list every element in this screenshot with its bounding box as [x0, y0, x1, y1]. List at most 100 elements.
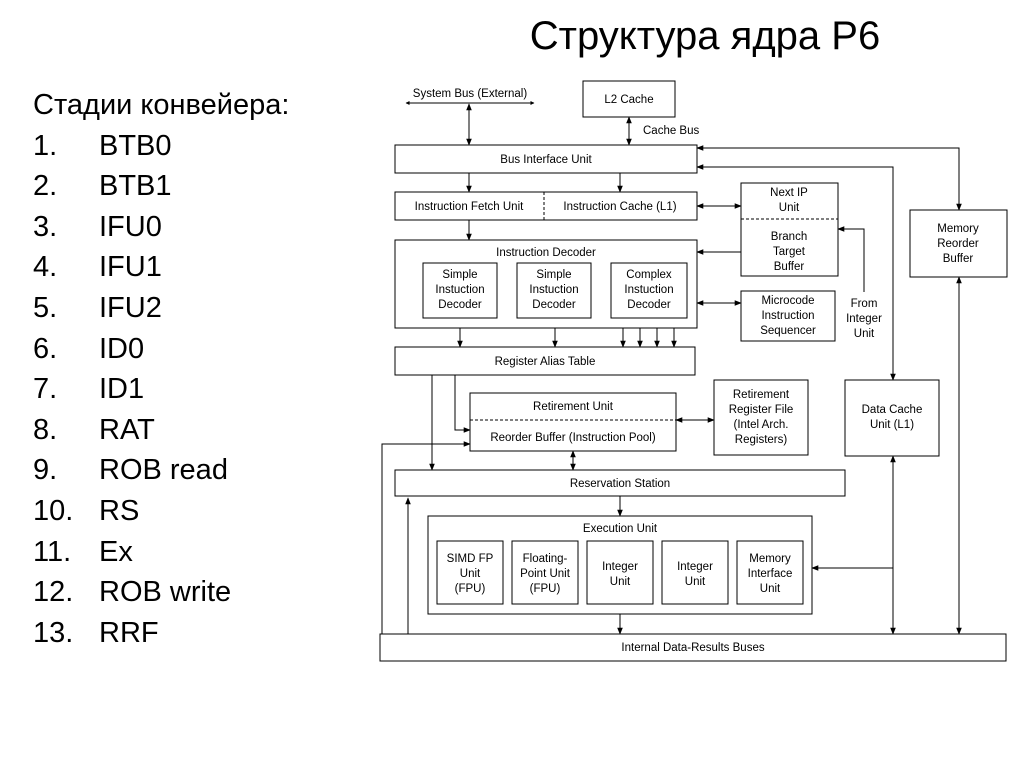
- pipeline-stage-label: ID1: [99, 373, 145, 406]
- pipeline-stage-label: BTB1: [99, 170, 172, 203]
- pipeline-stage: 1. BTB0: [33, 126, 289, 167]
- svg-text:Unit: Unit: [760, 583, 781, 595]
- svg-text:Microcode: Microcode: [761, 295, 814, 307]
- svg-text:Registers): Registers): [735, 434, 788, 446]
- register-alias-table-box: Register Alias Table: [394, 346, 696, 376]
- svg-text:Unit: Unit: [854, 328, 875, 340]
- simple-decoder-1-box: Simple Instuction Decoder: [422, 262, 498, 319]
- svg-text:Internal Data-Results Buses: Internal Data-Results Buses: [621, 642, 764, 654]
- svg-text:Floating-: Floating-: [523, 553, 568, 565]
- reservation-station-box: Reservation Station: [394, 469, 846, 497]
- biu-dcache-link: [696, 164, 896, 381]
- integer-unit-1-box: Integer Unit: [586, 540, 654, 605]
- pipeline-stage: 8. RAT: [33, 410, 289, 451]
- fetch-cache-box: Instruction Fetch Unit Instruction Cache…: [394, 191, 698, 221]
- next-ip-line-1: Next IP: [770, 187, 808, 199]
- retirement-unit-label: Retirement Unit: [533, 401, 614, 413]
- pipeline-stage-number: 1.: [33, 129, 58, 162]
- svg-text:Integer: Integer: [846, 313, 882, 325]
- next-ip-btb-box: Next IP Unit Branch Target Buffer: [740, 182, 839, 277]
- pipeline-stage-number: 8.: [33, 413, 58, 446]
- bus-interface-unit-box: Bus Interface Unit: [394, 144, 698, 174]
- retirement-register-file-box: Retirement Register File (Intel Arch. Re…: [713, 379, 809, 456]
- svg-text:Instuction: Instuction: [529, 284, 578, 296]
- pipeline-stage-label: IFU2: [99, 291, 162, 324]
- svg-text:Reorder: Reorder: [937, 238, 979, 250]
- simple-decoder-2-box: Simple Instuction Decoder: [516, 262, 592, 319]
- svg-text:Integer: Integer: [602, 561, 638, 573]
- svg-text:Memory: Memory: [937, 223, 979, 235]
- next-ip-line-2: Unit: [779, 202, 800, 214]
- pipeline-stage: 9.ROB read: [33, 450, 289, 491]
- svg-text:Buffer: Buffer: [943, 253, 974, 265]
- svg-text:Instruction: Instruction: [761, 310, 814, 322]
- pipeline-stage-label: ROB read: [99, 454, 228, 487]
- svg-text:Instuction: Instuction: [624, 284, 673, 296]
- svg-text:Simple: Simple: [536, 269, 571, 281]
- microcode-sequencer-box: Microcode Instruction Sequencer: [740, 290, 836, 342]
- svg-text:Register Alias Table: Register Alias Table: [495, 356, 596, 368]
- svg-text:(FPU): (FPU): [530, 583, 561, 595]
- svg-text:Bus Interface Unit: Bus Interface Unit: [500, 154, 592, 166]
- pipeline-stage-number: 12.: [33, 576, 74, 609]
- svg-text:SIMD FP: SIMD FP: [447, 553, 494, 565]
- pipeline-stage-number: 6.: [33, 332, 58, 365]
- svg-text:Register File: Register File: [729, 404, 794, 416]
- pipeline-stage-label: RS: [99, 494, 140, 527]
- svg-text:Unit: Unit: [685, 576, 706, 588]
- pipeline-stage: 11.Ex: [33, 532, 289, 573]
- reorder-buffer-label: Reorder Buffer (Instruction Pool): [490, 432, 656, 444]
- pipeline-stage-label: RRF: [99, 616, 159, 649]
- complex-decoder-box: Complex Instuction Decoder: [610, 262, 688, 319]
- svg-text:Execution Unit: Execution Unit: [583, 523, 658, 535]
- internal-data-results-buses-box: Internal Data-Results Buses: [379, 633, 1007, 662]
- svg-text:Retirement: Retirement: [733, 389, 790, 401]
- from-integer-arrow: [837, 226, 865, 292]
- svg-text:Memory: Memory: [749, 553, 791, 565]
- pipeline-stage-label: IFU0: [99, 210, 162, 243]
- pipeline-stage-number: 4.: [33, 251, 58, 284]
- pipeline-stage: 7.ID1: [33, 369, 289, 410]
- pipeline-stage: 4.IFU1: [33, 247, 289, 288]
- instruction-cache-label: Instruction Cache (L1): [563, 201, 676, 213]
- pipeline-stages-heading: Стадии конвейера:: [33, 89, 290, 121]
- pipeline-stage-label: RAT: [99, 413, 155, 446]
- l2-cache-box: L2 Cache: [582, 80, 676, 118]
- integer-unit-2-box: Integer Unit: [661, 540, 729, 605]
- svg-text:Unit: Unit: [610, 576, 631, 588]
- svg-text:Integer: Integer: [677, 561, 713, 573]
- simd-fp-unit-box: SIMD FP Unit (FPU): [436, 540, 504, 605]
- svg-text:Unit (L1): Unit (L1): [870, 419, 914, 431]
- pipeline-stage: 6. ID0: [33, 329, 289, 370]
- pipeline-stage: 10.RS: [33, 491, 289, 532]
- btb-line-1: Branch: [771, 231, 807, 243]
- svg-text:Point Unit: Point Unit: [520, 568, 571, 580]
- svg-text:Decoder: Decoder: [532, 299, 576, 311]
- cache-bus-label: Cache Bus: [643, 125, 700, 137]
- svg-text:(FPU): (FPU): [455, 583, 486, 595]
- floating-point-unit-box: Floating- Point Unit (FPU): [511, 540, 579, 605]
- pipeline-stage-number: 13.: [33, 616, 74, 649]
- memory-interface-unit-box: Memory Interface Unit: [736, 540, 804, 605]
- from-integer-unit-label: From Integer Unit: [846, 298, 882, 340]
- pipeline-stage-number: 3.: [33, 210, 58, 243]
- instruction-fetch-unit-label: Instruction Fetch Unit: [415, 201, 524, 213]
- pipeline-stage-label: BTB0: [99, 129, 172, 162]
- svg-text:Simple: Simple: [442, 269, 477, 281]
- svg-text:Decoder: Decoder: [627, 299, 671, 311]
- biu-mob-link: [696, 145, 962, 211]
- svg-text:Decoder: Decoder: [438, 299, 482, 311]
- svg-text:Unit: Unit: [460, 568, 481, 580]
- slide-title: Структура ядра P6: [529, 14, 881, 58]
- pipeline-stage: 2.BTB1: [33, 166, 289, 207]
- retirement-reorder-box: Retirement Unit Reorder Buffer (Instruct…: [469, 392, 677, 452]
- svg-text:Interface: Interface: [748, 568, 793, 580]
- svg-text:Data Cache: Data Cache: [862, 404, 923, 416]
- svg-text:Sequencer: Sequencer: [760, 325, 816, 337]
- system-bus-label: System Bus (External): [413, 88, 528, 100]
- pipeline-stage-label: ID0: [99, 332, 145, 365]
- diagram-connections: [381, 101, 962, 635]
